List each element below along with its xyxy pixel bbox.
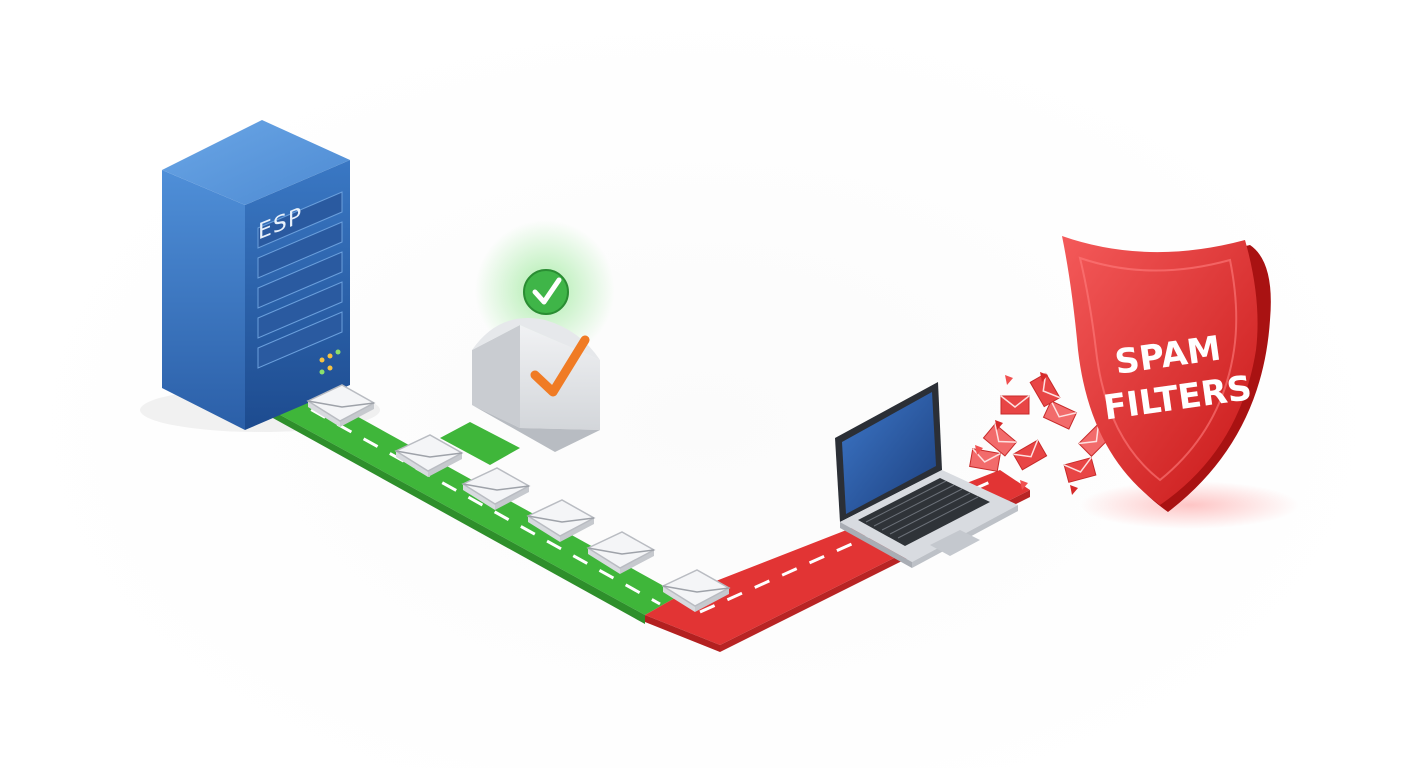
envelope-fragment xyxy=(1042,400,1078,430)
debris-shard xyxy=(1040,372,1048,382)
debris-shard xyxy=(995,420,1003,430)
envelope-icon xyxy=(586,531,656,574)
envelope-fragment xyxy=(969,448,1001,472)
envelope-fragment xyxy=(1000,395,1030,415)
green-delivery-path xyxy=(262,382,680,624)
shield-icon xyxy=(1062,236,1271,512)
debris-shard xyxy=(1070,485,1078,495)
envelope-fragment xyxy=(982,423,1018,457)
envelope-icon xyxy=(394,434,464,477)
laptop-icon xyxy=(835,382,1018,568)
debris-shard xyxy=(1005,375,1013,385)
mailbox-check-icon xyxy=(472,220,615,452)
envelope-icon xyxy=(661,569,731,612)
envelope-fragment xyxy=(1012,439,1048,471)
debris-shard xyxy=(1020,480,1028,490)
debris-shard xyxy=(975,445,983,455)
envelope-fragment xyxy=(1029,372,1061,408)
envelope-icon xyxy=(461,467,531,510)
envelope-fragment xyxy=(1063,457,1097,483)
shield-glow xyxy=(1080,481,1300,529)
check-badge-icon xyxy=(523,269,569,315)
server-rack-icon xyxy=(162,120,350,430)
envelope-icon xyxy=(526,499,596,542)
envelope-group xyxy=(306,384,731,612)
envelope-icon xyxy=(306,384,376,427)
